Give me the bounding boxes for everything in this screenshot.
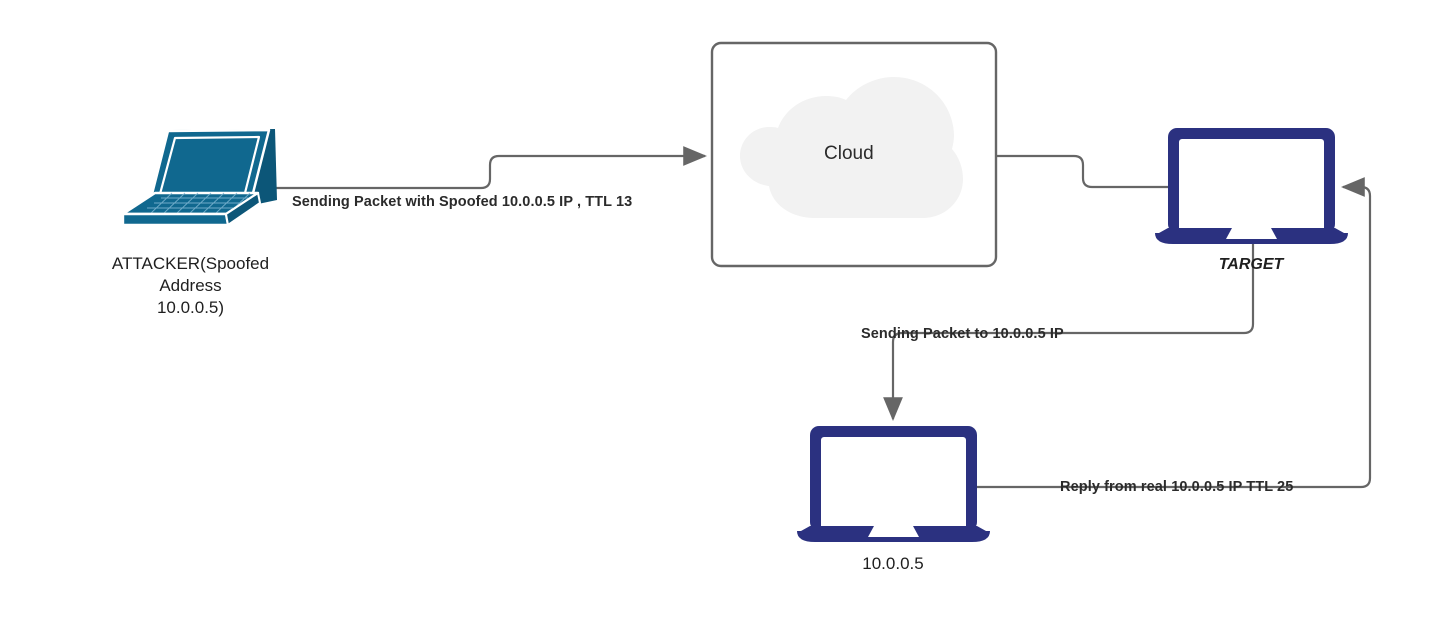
attacker-node-label: ATTACKER(Spoofed Address 10.0.0.5) (111, 254, 270, 317)
laptop-front-icon-victim (797, 426, 990, 542)
laptop-front-icon-target (1155, 128, 1348, 244)
edge-label-victim-to-target: Reply from real 10.0.0.5 IP TTL 25 (1060, 479, 1294, 495)
edge-attacker-to-cloud (264, 146, 707, 190)
edge-label-target-to-victim: Sending Packet to 10.0.0.5 IP (861, 326, 1064, 342)
edge-label-attacker-to-cloud: Sending Packet with Spoofed 10.0.0.5 IP … (292, 194, 633, 210)
edge-victim-to-target (977, 177, 1372, 489)
edge-cloud-to-target (997, 154, 1168, 189)
cloud-icon (740, 77, 963, 218)
cloud-label: Cloud (824, 143, 874, 164)
target-node-label: TARGET (1218, 256, 1284, 273)
edge-target-to-victim (883, 243, 1255, 421)
victim-node-label: 10.0.0.5 (862, 554, 924, 573)
laptop-isometric-icon-attacker (121, 128, 277, 227)
